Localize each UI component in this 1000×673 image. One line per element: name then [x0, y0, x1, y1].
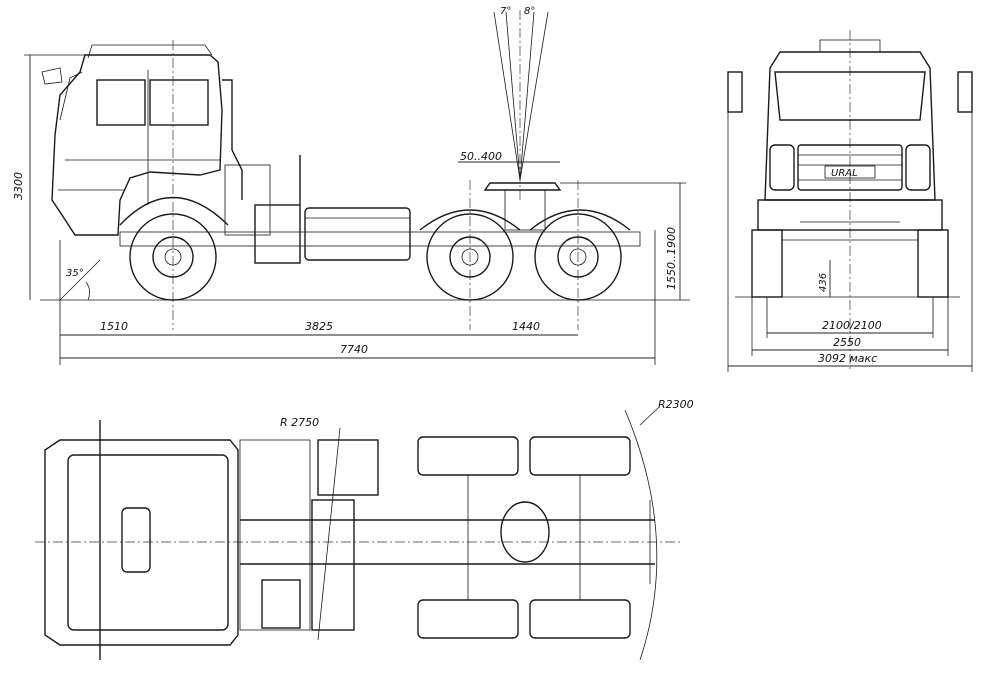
grille-badge-plate [824, 165, 876, 179]
top-cab-outline [44, 439, 239, 646]
rear-fender-1 [419, 209, 521, 231]
inner-radius-line [317, 427, 341, 641]
front-fender [119, 196, 229, 226]
rear-wheel-2 [534, 213, 622, 301]
side-view: 7° 8° 50..400 3300 1550..1900 35° 1510 3… [12, 6, 690, 365]
side-mirror [41, 67, 63, 85]
windshield [774, 71, 926, 121]
right-headlight [905, 144, 931, 191]
approach-angle-arc [85, 281, 90, 301]
fifth-wheel [483, 182, 562, 191]
exhaust-stack [222, 79, 243, 200]
rear-fender-2 [529, 209, 631, 231]
fifth-wheel-mount [504, 189, 546, 231]
max-width-label: 3092 макс [818, 352, 877, 365]
tilt-front-inner [505, 11, 521, 181]
battery-box [254, 204, 301, 264]
tire-rear2-bottom [529, 599, 631, 639]
equipment-block [239, 439, 311, 631]
fuel-tank [304, 207, 411, 261]
tire-rear1-bottom [417, 599, 519, 639]
outer-radius-arc [624, 409, 658, 661]
roof-hatch [121, 507, 151, 573]
front-left-tire [751, 229, 783, 298]
front-view: URAL 436 2100/2100 2550 3092 макс [727, 30, 973, 372]
front-right-tire [917, 229, 949, 298]
chassis-frame [119, 231, 641, 247]
front-grille [797, 144, 903, 191]
approach-angle-label: 35° [66, 268, 84, 279]
rear-wheel-1 [426, 213, 514, 301]
top-view: R 2750 R2300 [35, 398, 694, 661]
engine-block [224, 164, 271, 236]
top-cab-roof [67, 454, 229, 631]
tire-rear1-top [417, 436, 519, 476]
cab-outline [51, 54, 223, 236]
cab-roof [87, 44, 213, 59]
front-bumper [757, 199, 943, 231]
outer-radius-label: R2300 [658, 398, 694, 411]
rear-axle-spacing-label: 1440 [512, 320, 540, 333]
right-mirror [957, 71, 973, 113]
tilt-back-line [519, 11, 549, 181]
top-fuel-tank [311, 499, 355, 631]
top-fifth-wheel [500, 501, 550, 563]
approach-angle-line [59, 259, 101, 301]
outer-radius-leader [639, 407, 659, 426]
cab-door-window [96, 79, 146, 126]
tilt-back-label: 8° [524, 6, 535, 17]
left-headlight [769, 144, 795, 191]
cab-rear-window [149, 79, 209, 126]
tilt-back-inner [519, 11, 535, 181]
air-tanks [317, 439, 379, 496]
cab-windshield-edge [59, 71, 83, 121]
wheelbase-label: 3825 [305, 320, 333, 333]
front-overhang-label: 1510 [100, 320, 128, 333]
inner-radius-label: R 2750 [280, 416, 319, 429]
overall-length-label: 7740 [340, 343, 368, 356]
height-label: 3300 [12, 172, 25, 200]
width-label: 2550 [833, 336, 861, 349]
track-label: 2100/2100 [822, 319, 882, 332]
left-mirror [727, 71, 743, 113]
fifth-wheel-height-label: 1550..1900 [665, 227, 678, 290]
tilt-front-line [493, 11, 521, 181]
roof-visor [819, 39, 881, 53]
top-battery-box [261, 579, 301, 629]
tire-rear2-top [529, 436, 631, 476]
clearance-label: 436 [818, 273, 829, 292]
grille-badge: URAL [831, 168, 858, 179]
fifth-wheel-offset-label: 50..400 [460, 150, 502, 163]
tilt-front-label: 7° [500, 6, 511, 17]
